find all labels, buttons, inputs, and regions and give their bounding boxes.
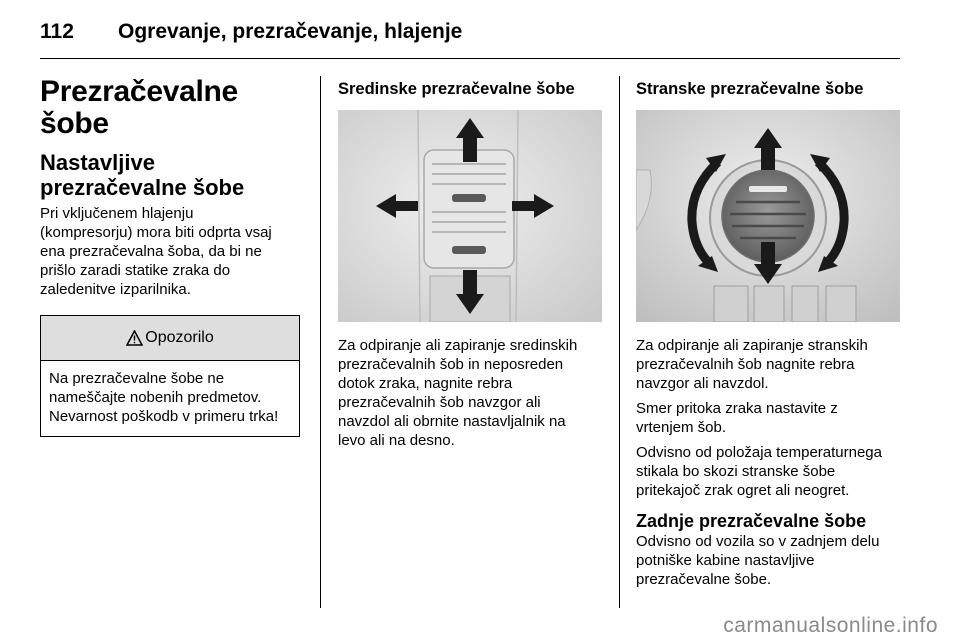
vent-adjuster-knob-lower bbox=[452, 246, 486, 254]
watermark: carmanualsonline.info bbox=[723, 614, 938, 637]
arrow-right-icon bbox=[512, 194, 554, 218]
side-vents-paragraph-1: Za odpiranje ali zapiranje stranskih pre… bbox=[636, 337, 868, 392]
warning-text: Na prezračevalne šobe ne nameščajte nobe… bbox=[49, 370, 279, 425]
side-vents-paragraph-2: Smer pritoka zraka nastavite z vrtenjem … bbox=[636, 400, 838, 436]
arrow-down-icon bbox=[754, 242, 782, 284]
center-vent-illustration bbox=[338, 110, 602, 322]
rear-vents-title: Zadnje prezračevalne šobe bbox=[636, 511, 867, 531]
column-divider-2 bbox=[619, 76, 620, 608]
chapter-title: Ogrevanje, prezračevanje, hlajenje bbox=[118, 20, 463, 43]
center-vents-caption: Za odpiranje ali zapiranje sredinskih pr… bbox=[338, 337, 578, 449]
warning-triangle-icon bbox=[126, 330, 144, 346]
side-vents-title: Stranske prezračevalne šobe bbox=[636, 80, 864, 98]
rotate-right-icon bbox=[814, 158, 849, 268]
side-vent-illustration bbox=[636, 110, 900, 322]
section-title: Prezračevalne šobe bbox=[40, 75, 238, 140]
vent-adjuster-knob bbox=[452, 194, 486, 202]
column-1: Prezračevalne šobe Nastavljive prezračev… bbox=[40, 76, 302, 437]
arrow-left-icon bbox=[376, 194, 418, 218]
subsection-title: Nastavljive prezračevalne šobe bbox=[40, 150, 245, 200]
column-2: Sredinske prezračevalne šobe bbox=[338, 76, 603, 450]
arrow-down-icon bbox=[456, 270, 484, 314]
column-3: Stranske prezračevalne šobe bbox=[636, 76, 902, 589]
warning-box: Opozorilo Na prezračevalne šobe ne nameš… bbox=[40, 315, 300, 437]
intro-paragraph: Pri vključenem hlajenju (kompresorju) mo… bbox=[40, 205, 272, 298]
side-vents-paragraph-3: Odvisno od položaja temperaturnega stika… bbox=[636, 444, 882, 499]
warning-header: Opozorilo bbox=[41, 316, 299, 361]
center-vents-title: Sredinske prezračevalne šobe bbox=[338, 80, 575, 98]
header-divider bbox=[40, 58, 900, 59]
rotate-left-icon bbox=[687, 158, 722, 268]
page-header: 112 Ogrevanje, prezračevanje, hlajenje bbox=[40, 14, 900, 54]
arrow-up-icon bbox=[754, 128, 782, 170]
rear-vents-paragraph: Odvisno od vozila so v zadnjem delu potn… bbox=[636, 533, 880, 588]
warning-title: Opozorilo bbox=[145, 329, 214, 346]
arrow-up-icon bbox=[456, 118, 484, 162]
page-number: 112 bbox=[40, 20, 74, 43]
side-vent-tab bbox=[749, 186, 787, 192]
column-divider-1 bbox=[320, 76, 321, 608]
